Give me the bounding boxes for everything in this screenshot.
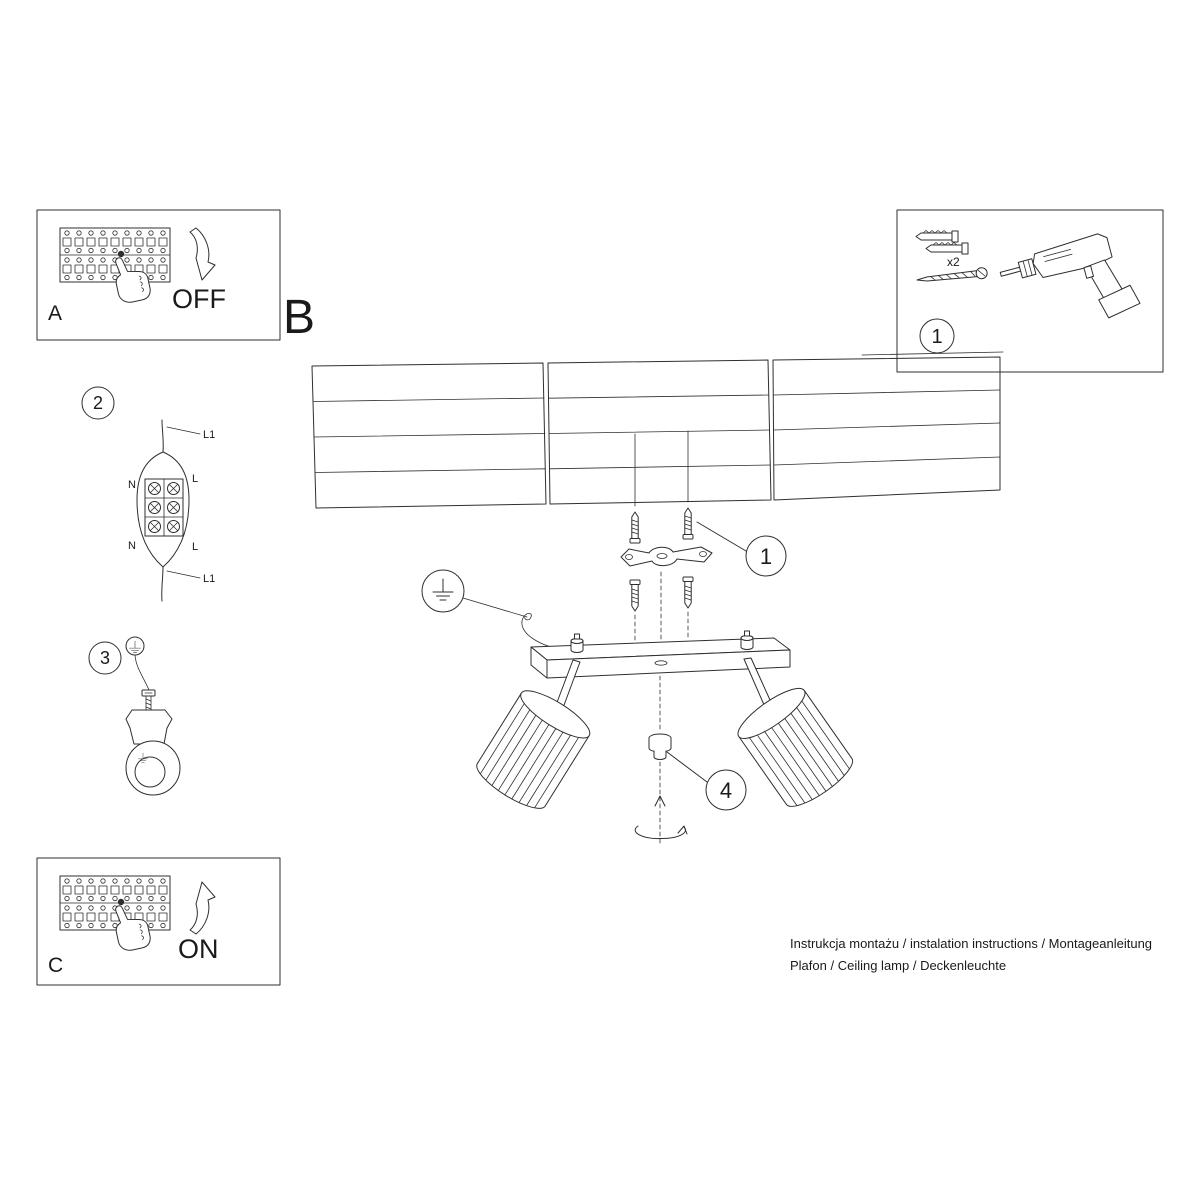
panel-power-on: ON C (36, 857, 281, 986)
wall-plug-icon (925, 242, 969, 255)
plank-section-right (772, 356, 1001, 501)
base-screw-icon (629, 579, 641, 612)
plank-section-left (311, 362, 547, 509)
callout-4-line (666, 751, 708, 783)
wall-plug-icon (915, 230, 959, 243)
footer: Instrukcja montażu / instalation instruc… (790, 936, 1152, 973)
lamp-shade-right (731, 680, 860, 815)
callout-4-number: 4 (720, 778, 732, 803)
callout-3-number: 3 (100, 648, 110, 668)
wiring-step: 2 L1 N L N L L1 (81, 386, 215, 602)
ground-lead-wire (134, 654, 150, 691)
base-screw-icon (682, 576, 694, 609)
ground-callout (421, 569, 528, 618)
switch-off-arrow-icon (189, 227, 216, 281)
rotation-arrow-icon (634, 825, 688, 840)
panel-c-frame (36, 857, 281, 986)
panel-power-off: OFF A (36, 209, 281, 341)
adjustment-knob (648, 733, 672, 760)
up-arrow-icon (654, 795, 666, 807)
switch-dot (117, 898, 125, 906)
panel-a-frame (36, 209, 281, 341)
step-1-badge (919, 318, 955, 354)
lamp-shade-left (470, 682, 597, 817)
wire-label-n-top: N (128, 479, 136, 491)
section-b-label: B (283, 291, 315, 344)
ground-clamp-icon (125, 689, 181, 796)
callout-2-number: 2 (93, 393, 103, 413)
callout-2-badge (81, 386, 115, 420)
fuse-box-icon (60, 876, 170, 930)
switch-on-arrow-icon (189, 881, 216, 935)
mounting-assembly: 1 (620, 430, 787, 643)
callout-4-badge (705, 769, 747, 811)
mounting-screw-icon (629, 511, 641, 544)
step-1-number: 1 (931, 326, 942, 348)
callout-1-badge (745, 535, 787, 577)
wire-label-l-top: L (192, 473, 198, 485)
footer-line1: Instrukcja montażu / instalation instruc… (790, 936, 1152, 951)
on-label: ON (178, 934, 219, 964)
lamp-base (530, 637, 791, 679)
hardware-box: x2 1 (896, 209, 1164, 373)
pivot-post-right (740, 630, 754, 650)
wire-label-n-bottom: N (128, 540, 136, 552)
wire-label-l1-bottom: L1 (203, 573, 215, 585)
terminal-block-icon (144, 478, 184, 537)
panel-c-label: C (48, 954, 63, 977)
plank-section-middle (547, 359, 772, 505)
pivot-post-left (570, 633, 584, 653)
wire-label-l1-top: L1 (203, 429, 215, 441)
lamp-body: 4 (421, 569, 860, 846)
hardware-box-frame (896, 209, 1164, 373)
callout-1-number: 1 (760, 544, 772, 569)
drill-icon (999, 233, 1141, 319)
screw-icon (916, 267, 988, 282)
mounting-screw-icon (682, 507, 694, 540)
dowel-quantity: x2 (947, 255, 960, 269)
off-label: OFF (172, 284, 226, 314)
wire-label-l-bottom: L (192, 541, 198, 553)
callout-3-badge (88, 641, 122, 675)
wire-bottom (161, 566, 164, 602)
ground-step: 3 (88, 636, 181, 796)
switch-dot (117, 250, 125, 258)
fuse-box-icon (60, 228, 170, 282)
callout-1-line (696, 521, 747, 552)
mounting-bracket (620, 546, 713, 567)
footer-line2: Plafon / Ceiling lamp / Deckenleuchte (790, 958, 1006, 973)
ceiling-planks (311, 351, 1004, 509)
wire-top (161, 419, 164, 453)
panel-a-label: A (48, 302, 62, 325)
ground-wire (521, 612, 571, 652)
